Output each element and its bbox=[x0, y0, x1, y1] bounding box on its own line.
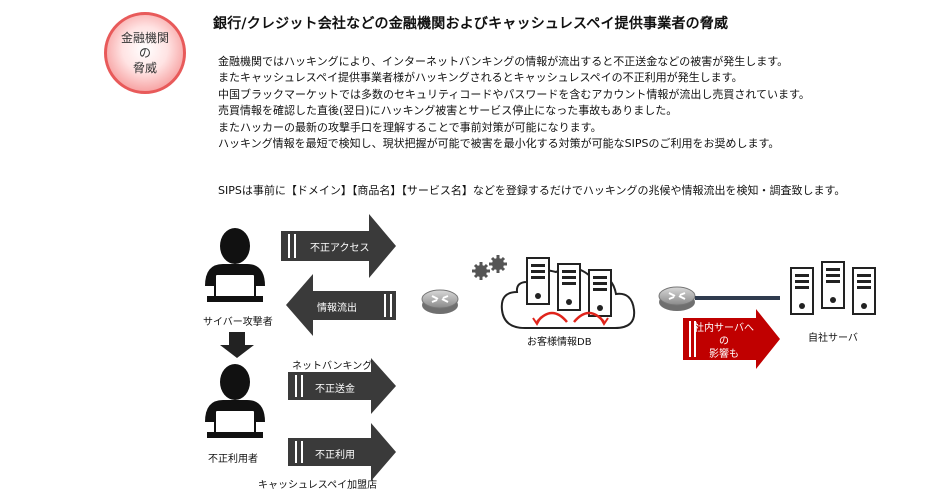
description-paragraph: 金融機関ではハッキングにより、インターネットバンキングの情報が流出すると不正送金… bbox=[218, 54, 810, 152]
db-label: お客様情報DB bbox=[527, 337, 592, 348]
arrow-unauthorized-access bbox=[281, 214, 396, 278]
fraud-user-label: 不正利用者 bbox=[208, 454, 258, 465]
arrow-remit-label: 不正送金 bbox=[315, 384, 355, 395]
server-label: 自社サーバ bbox=[808, 333, 858, 344]
arrow-fraud-use bbox=[288, 423, 396, 481]
store-label: キャッシュレスペイ加盟店 bbox=[258, 480, 378, 491]
page-title: 銀行/クレジット会社などの金融機関およびキャッシュレスペイ提供事業者の脅威 bbox=[213, 16, 729, 32]
gears-icon bbox=[470, 253, 509, 282]
arrow-information-leak bbox=[286, 274, 396, 336]
down-arrow-icon bbox=[220, 332, 254, 358]
attacker-label: サイバー攻撃者 bbox=[203, 317, 273, 328]
fraud-user-icon bbox=[204, 363, 266, 439]
company-router-icon bbox=[658, 286, 696, 312]
paragraph-line: 売買情報を確認した直後(翌日)にハッキング被害とサービス停止になった事故もありま… bbox=[218, 104, 678, 118]
paragraph-line: ハッキング情報を最短で検知し、現状把握が可能で被害を最小化する対策が可能なSIP… bbox=[218, 136, 780, 150]
category-badge: 金融機関 の 脅威 bbox=[104, 12, 186, 94]
arrow-access-label: 不正アクセス bbox=[310, 243, 370, 254]
badge-text: 金融機関 の 脅威 bbox=[120, 30, 169, 75]
network-router-icon bbox=[421, 289, 459, 315]
customer-db-cloud-icon bbox=[500, 257, 636, 329]
arrow-impact-internal bbox=[683, 309, 780, 369]
netbanking-label: ネットバンキング bbox=[292, 361, 373, 372]
paragraph-line: またキャッシュレスペイ提供事業者様がハッキングされるとキャッシュレスペイの不正利… bbox=[218, 71, 743, 85]
impact-label: 社内サーバへの 影響も bbox=[694, 323, 754, 360]
arrow-misuse-label: 不正利用 bbox=[315, 450, 355, 461]
company-servers-icon bbox=[790, 261, 876, 315]
paragraph-line: 金融機関ではハッキングにより、インターネットバンキングの情報が流出すると不正送金… bbox=[218, 55, 789, 68]
paragraph-line: またハッカーの最新の攻撃手口を理解することで事前対策が可能になります。 bbox=[218, 120, 602, 134]
cyber-attacker-icon bbox=[204, 227, 266, 303]
arrow-leak-label: 情報流出 bbox=[317, 303, 357, 314]
arrow-fraud-remittance bbox=[288, 358, 396, 414]
paragraph-line: 中国ブラックマーケットでは多数のセキュリティコードやパスワードを含むアカウント情… bbox=[218, 87, 810, 101]
sips-note: SIPSは事前に【ドメイン】【商品名】【サービス名】などを登録するだけでハッキン… bbox=[218, 184, 846, 197]
